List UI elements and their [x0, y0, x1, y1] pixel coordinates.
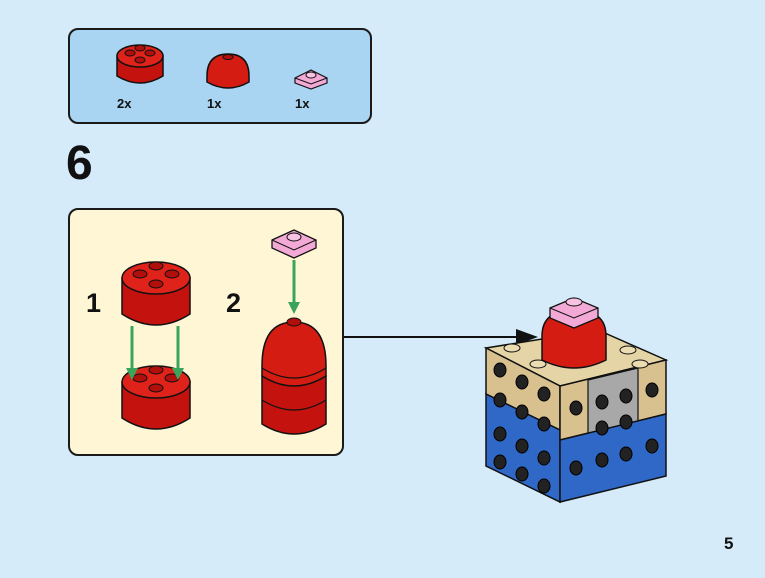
substep-2-illustration [261, 229, 327, 435]
pink-plate-icon [294, 69, 328, 90]
part-quantity: 2x [117, 96, 132, 111]
red-round-brick-icon [116, 44, 164, 84]
substep-number: 2 [226, 288, 242, 318]
page-number: 5 [724, 534, 734, 553]
main-model-illustration [483, 297, 669, 504]
connector-arrow [344, 329, 538, 345]
part-quantity: 1x [207, 96, 222, 111]
red-dome-icon [206, 53, 250, 89]
part-quantity: 1x [295, 96, 310, 111]
step-number: 6 [66, 137, 93, 190]
substep-1-illustration [121, 261, 191, 430]
substep-number: 1 [86, 288, 102, 318]
